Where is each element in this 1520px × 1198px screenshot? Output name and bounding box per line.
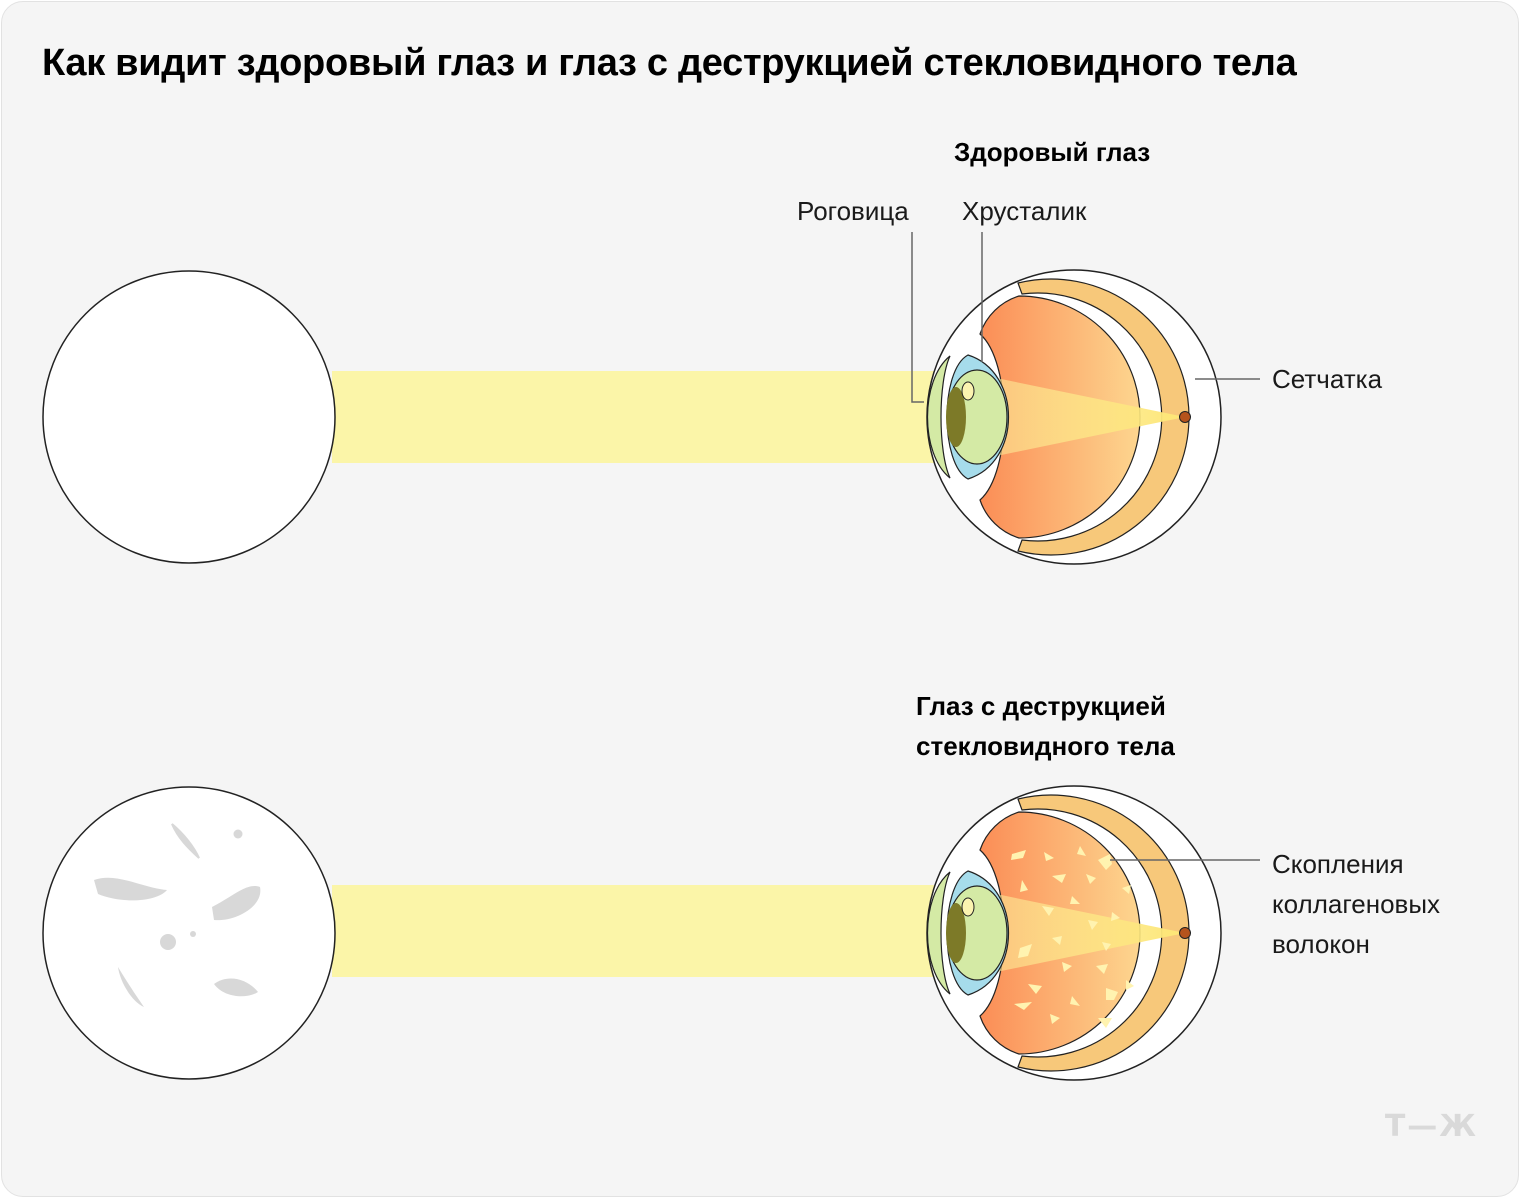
lens-label: Хрусталик [962,196,1087,226]
floaters-label-line2: коллагеновых [1272,889,1441,919]
floaters-label: Скопления коллагеновых волокон [1272,844,1440,964]
cornea [927,355,951,479]
pupil [946,387,966,447]
light-beam-bottom [332,885,952,977]
diseased-heading-line1: Глаз с деструкцией [916,691,1166,721]
floaters-view-circle [42,786,336,1080]
lens-highlight [961,381,975,401]
healthy-eye-group [42,232,1260,565]
diseased-eye-group [42,785,1260,1081]
diseased-eye-heading: Глаз с деструкцией стекловидного тела [916,686,1175,766]
fovea-point [1179,411,1191,423]
cornea-leader [911,232,924,403]
light-focus-cone [977,890,1185,976]
light-focus-cone [977,374,1185,460]
tzh-logo: Т—Ж [1384,1109,1478,1144]
floater-shapes [94,823,261,1007]
page-title: Как видит здоровый глаз и глаз с деструк… [42,42,1297,84]
diseased-eyeball [926,785,1222,1081]
cornea-label: Роговица [797,196,909,226]
floaters-label-line1: Скопления [1272,849,1404,879]
sclera-layer [1017,278,1190,556]
healthy-eyeball [926,269,1222,565]
diseased-heading-line2: стекловидного тела [916,731,1175,761]
floaters-label-line3: волокон [1272,929,1370,959]
light-beam-top [332,371,952,463]
lens-highlight [961,897,975,917]
pupil [946,903,966,963]
sclera-layer [1017,794,1190,1072]
retina-label: Сетчатка [1272,364,1383,394]
collagen-fibers [1011,846,1134,1028]
clear-view-circle [42,270,336,564]
cornea [927,871,951,995]
healthy-eye-heading: Здоровый глаз [954,137,1151,167]
healthy-leader-lines [911,232,1260,403]
fovea-point [1179,927,1191,939]
